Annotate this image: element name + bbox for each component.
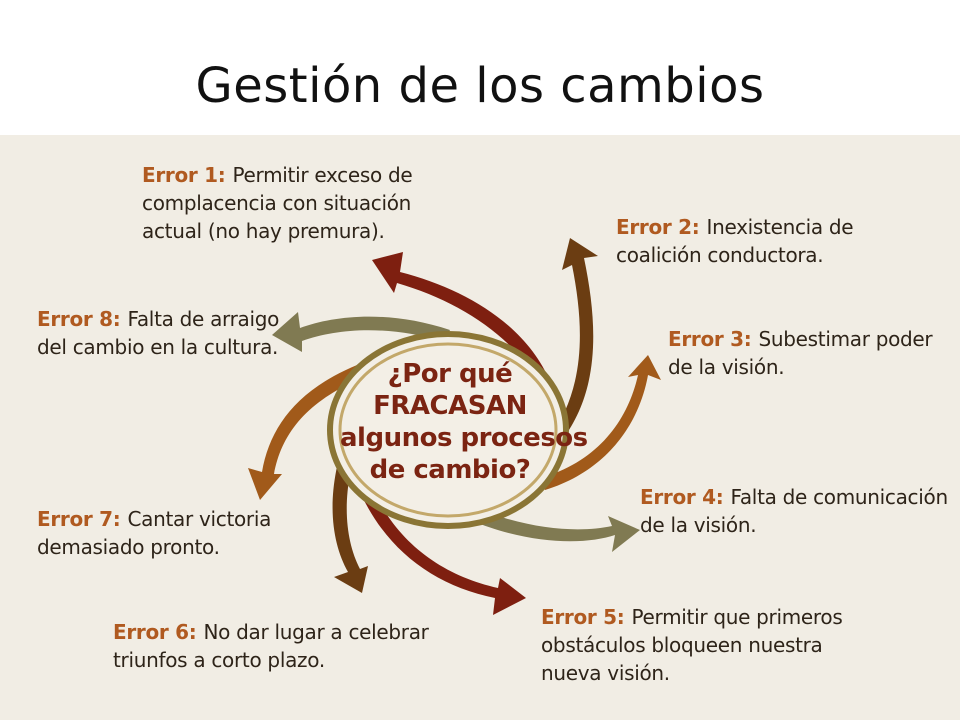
- center-question: ¿Por qué FRACASAN algunos procesos de ca…: [340, 358, 588, 486]
- error-8-label: Error 8:: [37, 307, 121, 331]
- error-5-text: obstáculos bloqueen nuestra: [541, 633, 823, 657]
- error-6-text: triunfos a corto plazo.: [113, 648, 325, 672]
- arrow-error-1: [372, 252, 555, 395]
- center-line: de cambio?: [369, 455, 531, 485]
- error-8-block: Error 8:Falta de arraigo del cambio en l…: [37, 305, 279, 361]
- error-4-text: de la visión.: [640, 513, 757, 537]
- error-7-text: demasiado pronto.: [37, 535, 220, 559]
- error-6-label: Error 6:: [113, 620, 197, 644]
- error-2-text: coalición conductora.: [616, 243, 824, 267]
- arrow-error-2: [548, 238, 598, 440]
- error-1-label: Error 1:: [142, 163, 226, 187]
- error-3-text: de la visión.: [668, 355, 785, 379]
- center-ring-outer: [327, 331, 569, 529]
- error-4-text: Falta de comunicación: [730, 485, 948, 509]
- error-5-label: Error 5:: [541, 605, 625, 629]
- error-7-block: Error 7:Cantar victoria demasiado pronto…: [37, 505, 271, 561]
- error-6-text: No dar lugar a celebrar: [203, 620, 429, 644]
- error-2-block: Error 2:Inexistencia de coalición conduc…: [616, 213, 854, 269]
- center-line: algunos procesos: [340, 423, 588, 453]
- error-1-block: Error 1:Permitir exceso de complacencia …: [142, 161, 413, 245]
- error-2-text: Inexistencia de: [706, 215, 854, 239]
- error-2-label: Error 2:: [616, 215, 700, 239]
- error-5-text: nueva visión.: [541, 661, 670, 685]
- error-3-label: Error 3:: [668, 327, 752, 351]
- error-4-label: Error 4:: [640, 485, 724, 509]
- error-1-text: actual (no hay premura).: [142, 219, 385, 243]
- slide-title: Gestión de los cambios: [195, 58, 765, 114]
- error-1-text: complacencia con situación: [142, 191, 412, 215]
- error-5-text: Permitir que primeros: [631, 605, 843, 629]
- error-6-block: Error 6:No dar lugar a celebrar triunfos…: [113, 618, 429, 674]
- error-8-text: del cambio en la cultura.: [37, 335, 279, 359]
- error-3-text: Subestimar poder: [758, 327, 933, 351]
- error-3-block: Error 3:Subestimar poder de la visión.: [668, 325, 933, 381]
- center-line: FRACASAN: [373, 391, 527, 421]
- error-7-label: Error 7:: [37, 507, 121, 531]
- swirl-diagram: [248, 238, 661, 615]
- error-1-text: Permitir exceso de: [232, 163, 413, 187]
- error-5-block: Error 5:Permitir que primeros obstáculos…: [541, 603, 843, 687]
- center-line: ¿Por qué: [387, 359, 513, 389]
- arrow-error-8: [272, 312, 450, 352]
- arrow-error-4: [470, 508, 640, 552]
- center-ring-inner: [338, 342, 558, 518]
- error-7-text: Cantar victoria: [127, 507, 272, 531]
- error-8-text: Falta de arraigo: [127, 307, 280, 331]
- error-4-block: Error 4:Falta de comunicación de la visi…: [640, 483, 960, 539]
